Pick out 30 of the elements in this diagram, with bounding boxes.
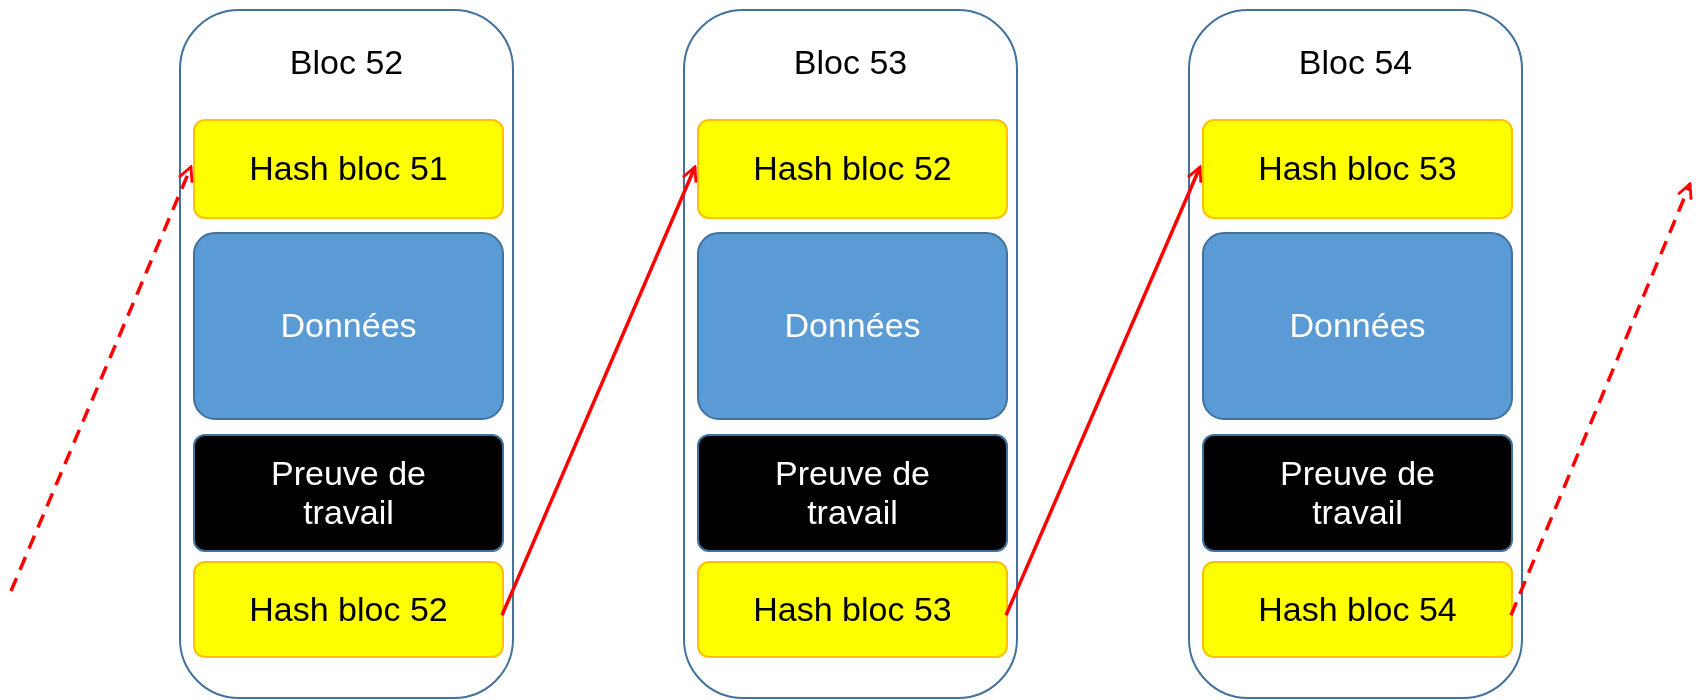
- hash-box: [193, 561, 504, 658]
- box-label: Hash bloc 54: [1258, 589, 1457, 630]
- hash-box: [1202, 561, 1513, 658]
- box-label: Preuve de travail: [270, 453, 427, 533]
- box-label: Données: [1289, 306, 1426, 346]
- proof-of-work-box: [697, 434, 1008, 552]
- block-title: Bloc 52: [288, 43, 405, 83]
- data-box: [697, 232, 1008, 420]
- block-container: [683, 9, 1018, 699]
- box-label: Hash bloc 52: [753, 149, 952, 189]
- hash-box: [697, 119, 1008, 219]
- box-label: Hash bloc 51: [249, 149, 448, 189]
- box-label: Preuve de travail: [1279, 453, 1436, 533]
- proof-of-work-box: [1202, 434, 1513, 552]
- box-label: Données: [280, 306, 417, 346]
- hash-box: [193, 119, 504, 219]
- data-box: [1202, 232, 1513, 420]
- block-title: Bloc 54: [1297, 43, 1414, 83]
- box-label: Hash bloc 53: [1258, 149, 1457, 189]
- block-title: Bloc 53: [792, 43, 909, 83]
- block-container: [1188, 9, 1523, 699]
- hash-box: [697, 561, 1008, 658]
- data-box: [193, 232, 504, 420]
- block-container: [179, 9, 514, 699]
- hash-box: [1202, 119, 1513, 219]
- box-label: Hash bloc 52: [249, 589, 448, 630]
- box-label: Données: [784, 306, 921, 346]
- box-label: Hash bloc 53: [753, 589, 952, 630]
- box-label: Preuve de travail: [774, 453, 931, 533]
- proof-of-work-box: [193, 434, 504, 552]
